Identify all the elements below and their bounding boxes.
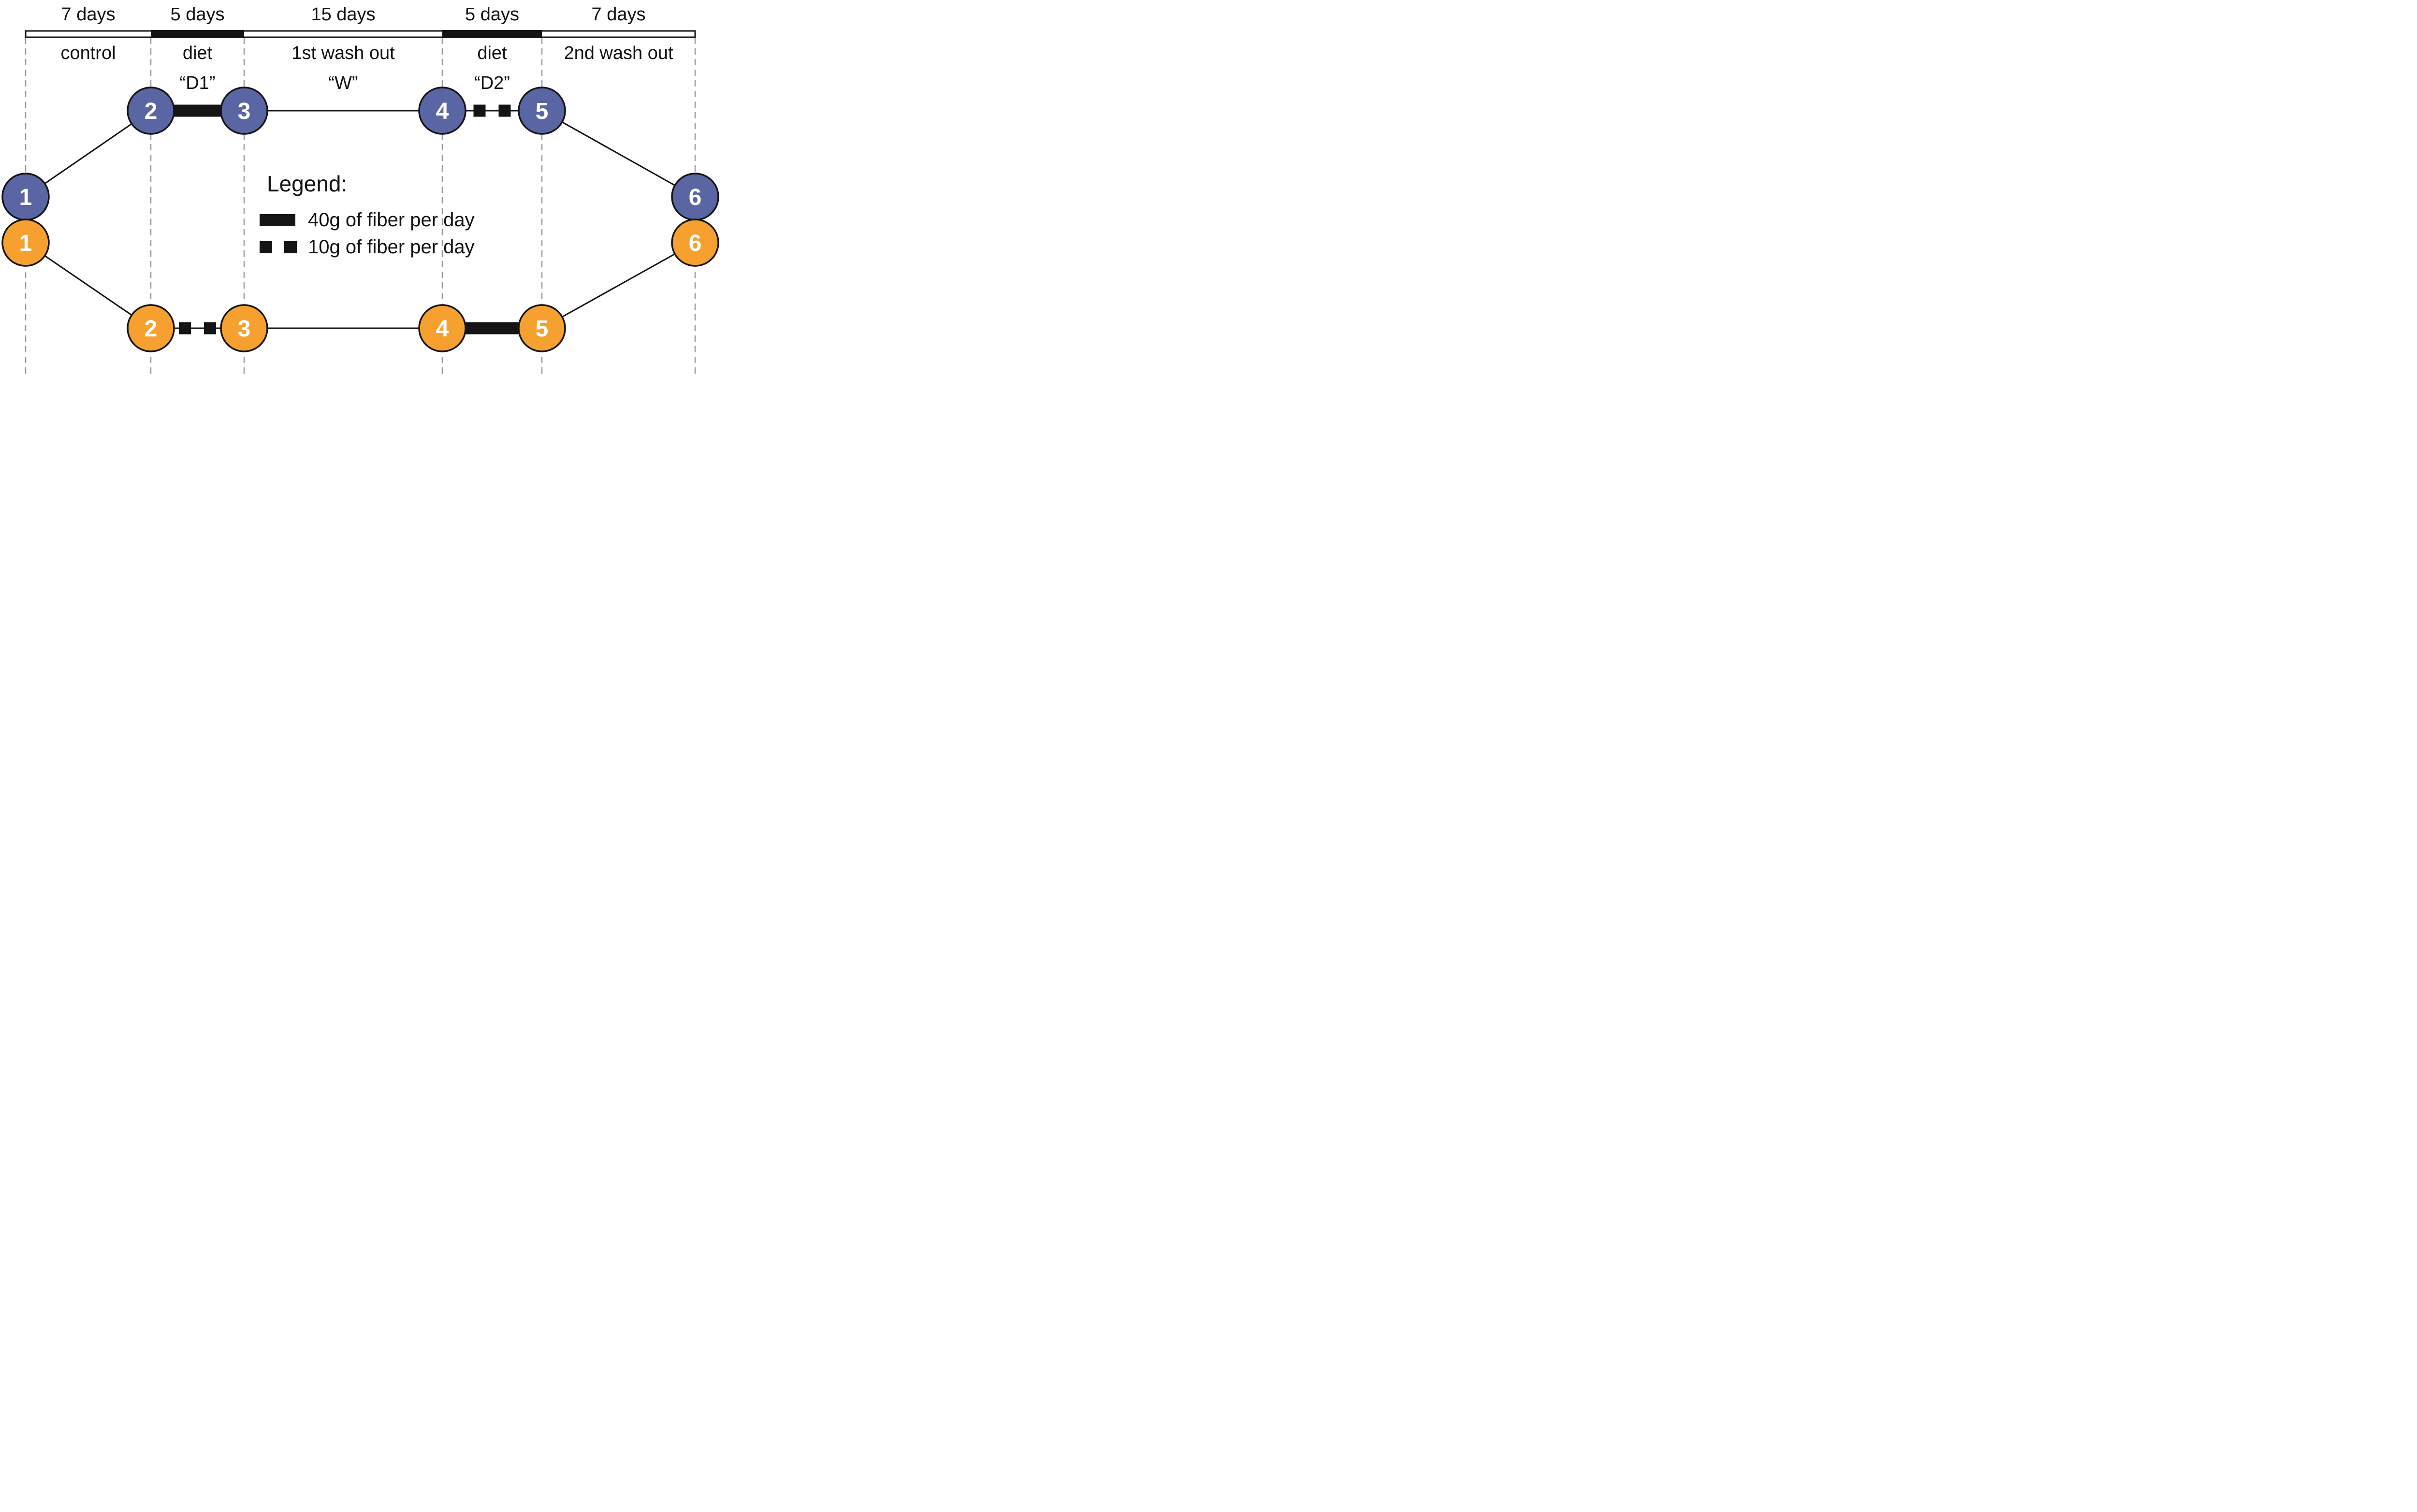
code-label-d1: “D1” [180,73,216,93]
phase-label-diet2: diet [477,43,507,63]
node-bottom-1 [1,218,50,267]
legend-10g-label: 10g of fiber per day [308,236,475,258]
edge-top-5-6 [541,110,696,198]
phase-labels: control diet 1st wash out diet 2nd wash … [60,43,673,63]
code-label-w: “W” [328,73,358,93]
code-label-d2: “D2” [474,73,510,93]
legend-10g-square-2 [284,241,297,253]
timeline-diet1-segment [151,30,244,38]
node-bottom-6 [671,218,719,267]
duration-label-diet2: 5 days [465,4,519,25]
edge-bottom-2-3-10g-square-2 [204,322,216,334]
legend-title: Legend: [267,171,347,196]
timeline-bar [25,30,696,38]
node-bottom-2-number: 2 [145,316,158,342]
edge-top-4-5-10g-square-2 [498,104,511,117]
study-design-figure: 7 days 5 days 15 days 5 days 7 days cont… [0,0,720,378]
node-top-3-number: 3 [238,99,251,124]
timeline-diet2-segment [442,30,542,38]
edge-top-4-5-10g-square-1 [473,104,486,117]
phase-label-control: control [60,43,116,63]
duration-labels: 7 days 5 days 15 days 5 days 7 days [61,4,646,25]
phase-label-washout1: 1st wash out [291,43,395,63]
node-bottom-4 [418,304,466,352]
dashed-gridlines [25,38,696,378]
duration-label-diet1: 5 days [171,4,225,25]
timeline-bar-outline [25,30,696,38]
node-top-4 [418,87,466,135]
node-top-4-number: 4 [436,99,449,124]
legend: Legend: 40g of fiber per day 10g of fibe… [260,171,475,258]
group-b-nodes: 1 2 3 4 5 6 [1,218,719,352]
node-top-1-number: 1 [19,185,32,210]
node-top-6-number: 6 [689,185,702,210]
node-bottom-4-number: 4 [436,316,449,342]
edge-bottom-5-6 [541,242,696,329]
node-top-5 [518,87,566,135]
edge-bottom-2-3-10g-square-1 [179,322,191,334]
duration-label-control: 7 days [61,4,116,25]
legend-40g-thick-bar-swatch [260,214,295,226]
phase-label-diet1: diet [183,43,213,63]
node-top-5-number: 5 [536,99,549,124]
node-bottom-2 [127,304,175,352]
duration-label-washout2: 7 days [592,4,646,25]
node-top-2 [127,87,175,135]
study-design-svg: 7 days 5 days 15 days 5 days 7 days cont… [1,4,719,378]
node-bottom-5-number: 5 [536,316,549,342]
node-bottom-5 [518,304,566,352]
phase-label-washout2: 2nd wash out [564,43,673,63]
node-top-3 [220,87,268,135]
node-top-2-number: 2 [145,99,158,124]
duration-label-washout1: 15 days [311,4,375,25]
group-a-nodes: 1 2 3 4 5 6 [1,87,719,221]
node-bottom-1-number: 1 [19,231,32,256]
node-bottom-3 [220,304,268,352]
node-bottom-3-number: 3 [238,316,251,342]
edge-bottom-1-2 [25,242,151,329]
legend-10g-square-1 [260,241,272,253]
edge-top-1-2 [25,110,151,198]
phase-code-labels: “D1” “W” “D2” [180,73,510,93]
node-bottom-6-number: 6 [689,231,702,256]
legend-40g-label: 40g of fiber per day [308,209,475,231]
